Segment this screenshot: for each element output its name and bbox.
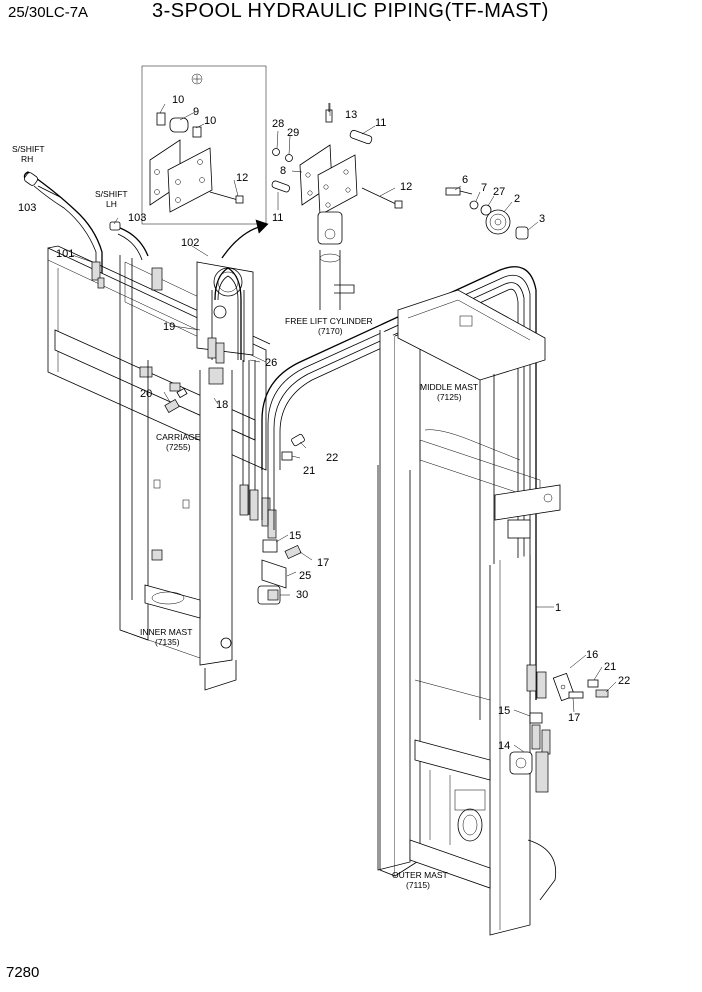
callout-15: 15 — [289, 530, 301, 542]
label-sshift-lh: LH — [106, 199, 117, 209]
cylinder-head — [317, 211, 343, 245]
callout-1: 1 — [555, 602, 561, 614]
callout-29: 29 — [287, 127, 299, 139]
label-middle-mast: MIDDLE MAST — [420, 382, 478, 392]
callout-13: 13 — [345, 109, 357, 121]
center-fittings — [164, 399, 305, 605]
label-free-lift-cylinder: (7170) — [318, 326, 343, 336]
callout-19: 19 — [163, 321, 175, 333]
callout-17: 17 — [317, 557, 329, 569]
callout-3: 3 — [539, 213, 545, 225]
valve-block — [509, 751, 533, 775]
middle-mast — [379, 289, 561, 877]
callout-14: 14 — [498, 740, 510, 752]
label-carriage: CARRIAGE — [156, 432, 201, 442]
callout-9: 9 — [193, 106, 199, 118]
inner-mast — [119, 360, 237, 691]
label-sshift-lh: S/SHIFT — [95, 189, 128, 199]
right-fittings — [509, 664, 609, 793]
callout-27: 27 — [493, 186, 505, 198]
page-number: 7280 — [6, 964, 40, 981]
callout-102: 102 — [181, 237, 199, 249]
label-outer-mast: (7115) — [406, 880, 430, 890]
callout-22: 22 — [326, 452, 338, 464]
label-carriage: (7255) — [166, 442, 191, 452]
assembly-labels: S/SHIFT RH S/SHIFT LH FREE LIFT CYLINDER… — [12, 144, 478, 890]
part-callouts: 10 9 10 12 13 11 28 29 8 12 11 6 7 27 2 … — [18, 94, 630, 752]
callout-103: 103 — [18, 202, 36, 214]
free-lift-cylinder-body — [319, 250, 341, 310]
callout-103: 103 — [128, 212, 146, 224]
sheave-parts — [445, 187, 529, 240]
bracket-plate — [167, 147, 213, 213]
callout-11: 11 — [375, 117, 386, 129]
label-outer-mast: OUTER MAST — [392, 870, 448, 880]
callout-28: 28 — [272, 118, 284, 130]
callout-12: 12 — [400, 181, 412, 193]
side-shift-hoses — [23, 171, 149, 300]
page-title: 3-SPOOL HYDRAULIC PIPING(TF-MAST) — [152, 0, 549, 22]
label-inner-mast: (7135) — [155, 637, 180, 647]
callout-11: 11 — [272, 212, 283, 224]
free-lift-bracket-assembly — [271, 103, 403, 310]
label-sshift-rh: S/SHIFT — [12, 144, 45, 154]
hose-sheave — [196, 261, 254, 362]
detail-inset — [141, 65, 267, 225]
callout-8: 8 — [280, 165, 286, 177]
callout-10: 10 — [172, 94, 184, 106]
callout-30: 30 — [296, 589, 308, 601]
callout-12: 12 — [236, 172, 248, 184]
callout-22: 22 — [618, 675, 630, 687]
callout-6: 6 — [462, 174, 468, 186]
label-inner-mast: INNER MAST — [140, 627, 192, 637]
label-sshift-rh: RH — [21, 154, 33, 164]
callout-26: 26 — [265, 357, 277, 369]
label-middle-mast: (7125) — [437, 392, 462, 402]
callout-21: 21 — [303, 465, 315, 477]
callout-101: 101 — [56, 248, 74, 260]
outer-mast — [377, 465, 557, 936]
callout-21: 21 — [604, 661, 616, 673]
bushing-part — [169, 117, 189, 133]
mast-loop-hoses — [261, 266, 537, 700]
label-free-lift-cylinder: FREE LIFT CYLINDER — [285, 316, 373, 326]
callout-20: 20 — [140, 388, 152, 400]
callout-25: 25 — [299, 570, 311, 582]
pin-part — [156, 112, 166, 126]
callout-2: 2 — [514, 193, 520, 205]
sheave-wheel — [485, 209, 511, 235]
leader-lines — [71, 103, 617, 753]
callout-17: 17 — [568, 712, 580, 724]
carriage-hoses — [91, 261, 277, 539]
callout-15: 15 — [498, 705, 510, 717]
callout-7: 7 — [481, 182, 487, 194]
callout-16: 16 — [586, 649, 598, 661]
callout-18: 18 — [216, 399, 228, 411]
detail-arrow — [221, 225, 263, 259]
callout-10: 10 — [204, 115, 216, 127]
model-code: 25/30LC-7A — [8, 4, 89, 21]
